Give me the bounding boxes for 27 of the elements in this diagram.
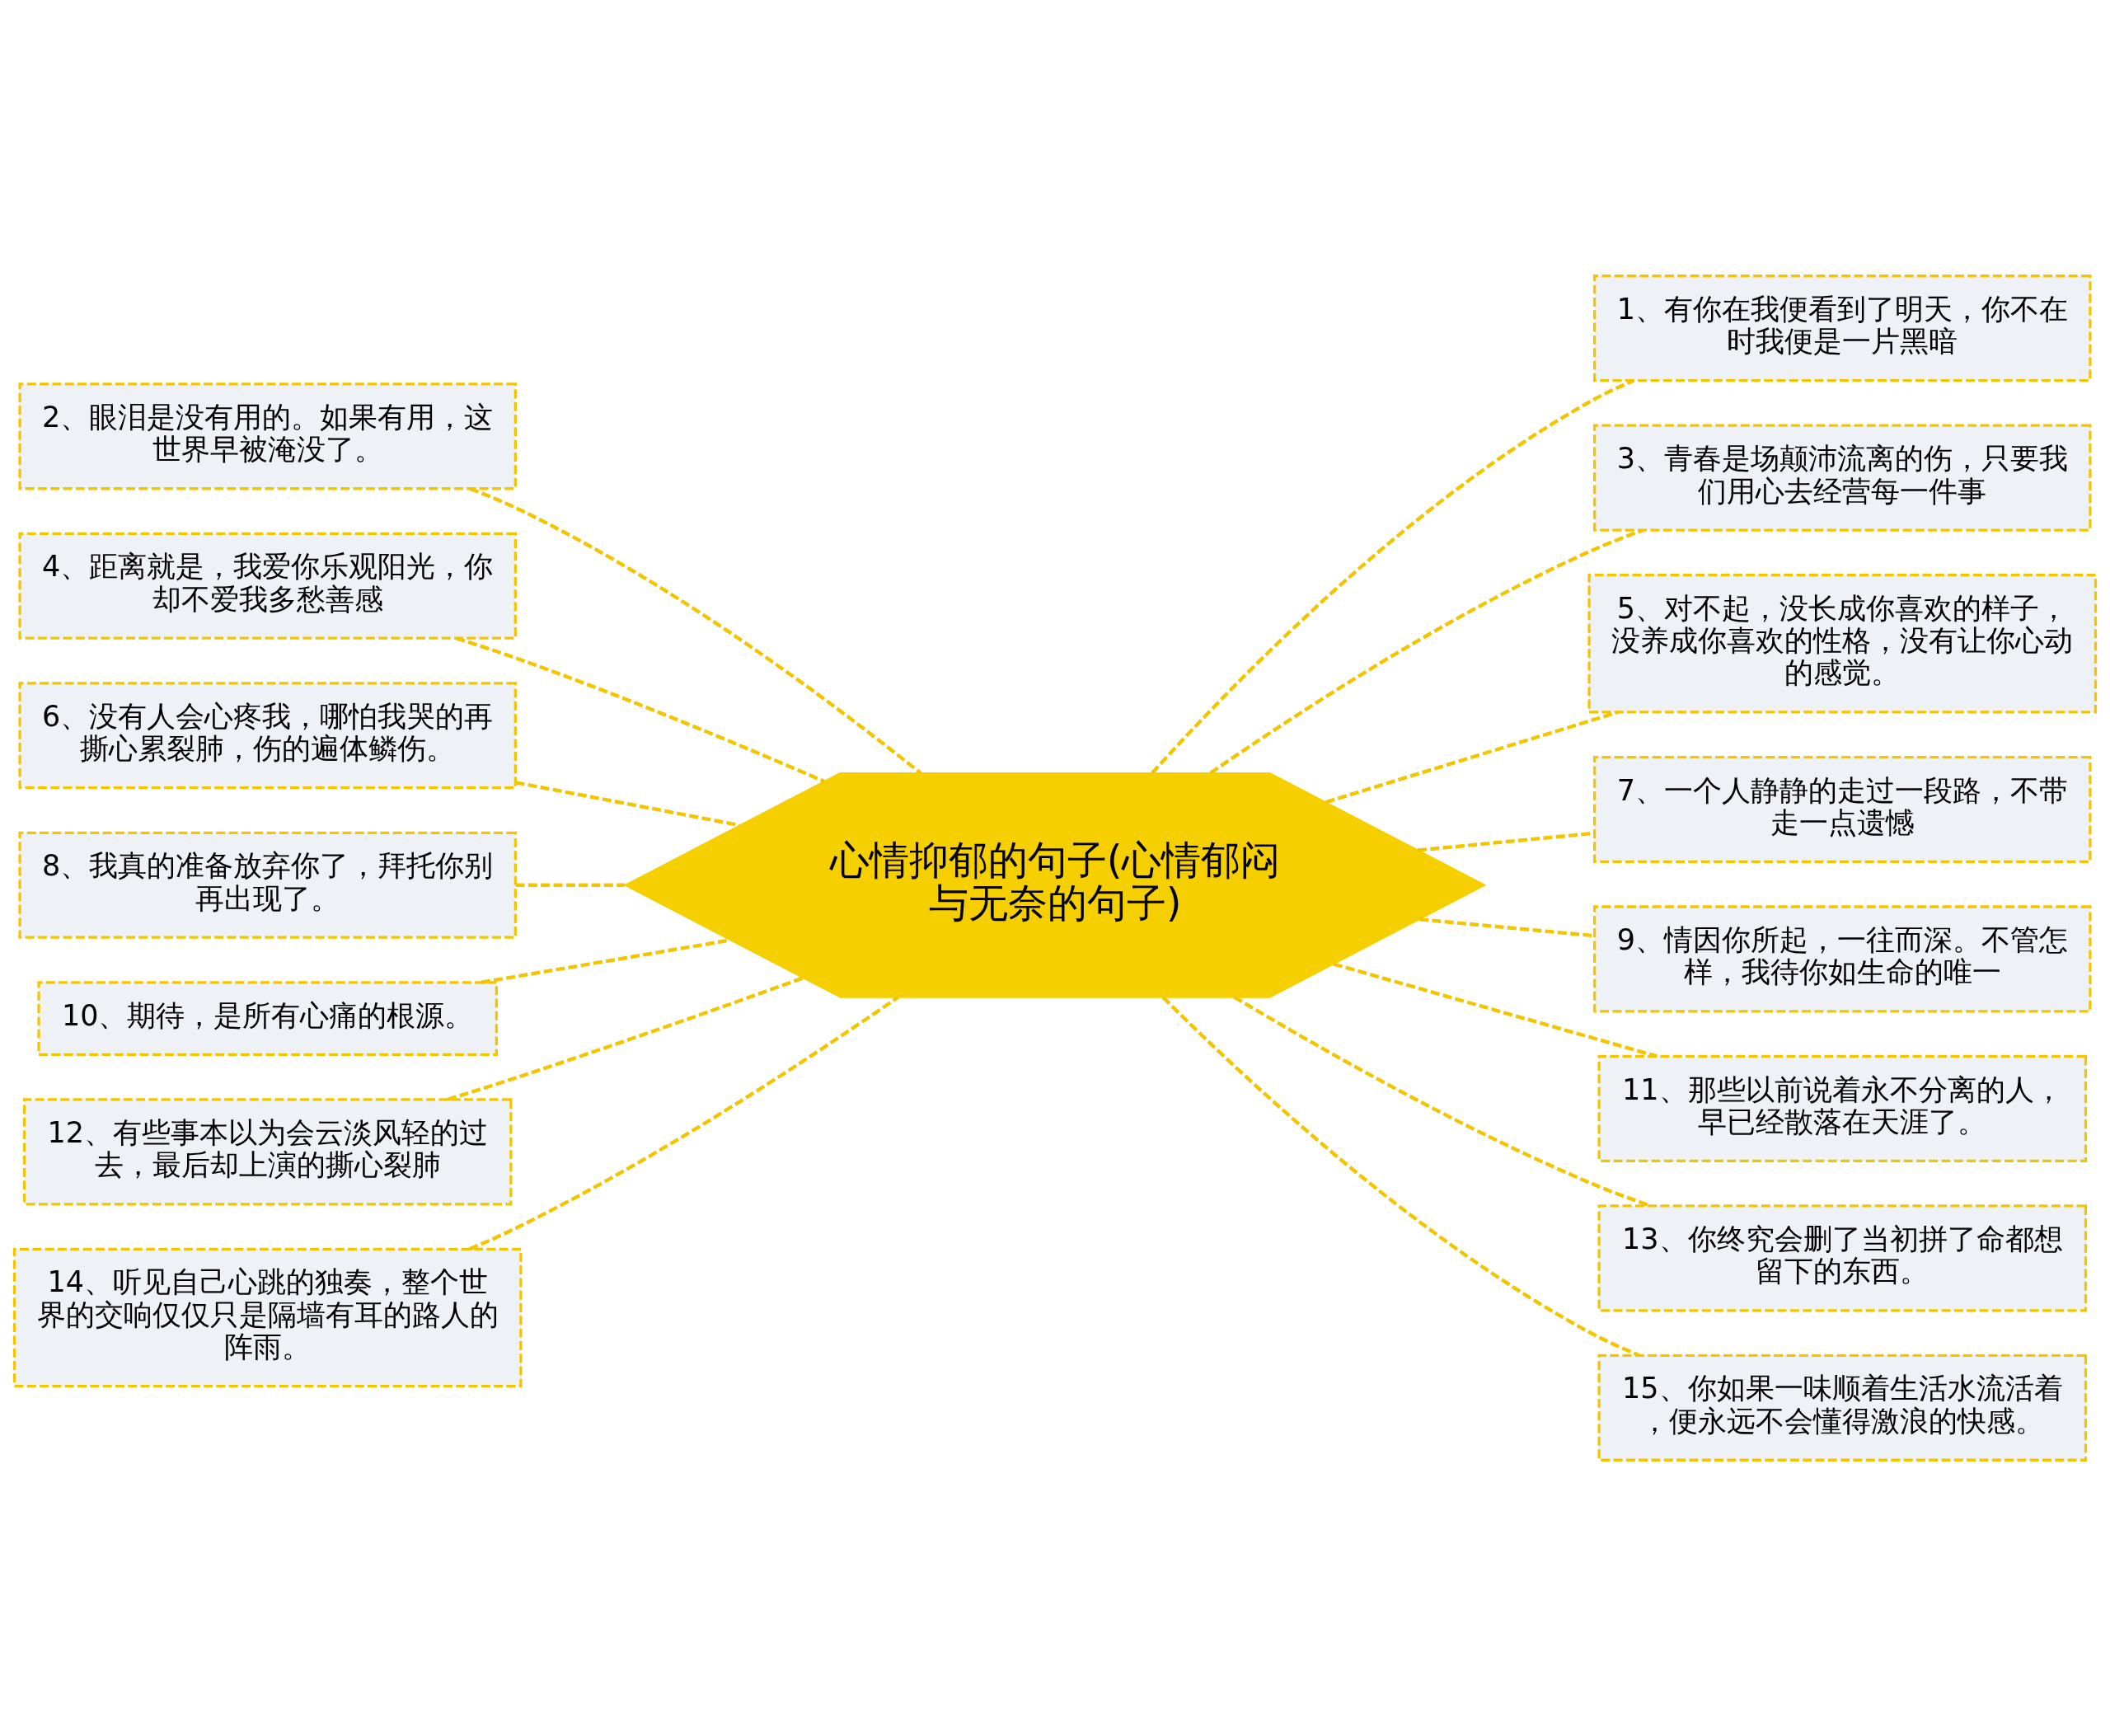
node-box: 4、距离就是，我爱你乐观阳光，你却不爱我多愁善感 bbox=[18, 532, 517, 640]
connector bbox=[515, 781, 740, 828]
connector bbox=[1151, 378, 1634, 775]
connector bbox=[1325, 710, 1619, 805]
node-box: 2、眼泪是没有用的。如果有用，这世界早被淹没了。 bbox=[18, 382, 517, 490]
node-box: 7、一个人静静的走过一段路，不带走一点遗憾 bbox=[1593, 755, 2092, 863]
node-box: 10、期待，是所有心痛的根源。 bbox=[37, 981, 498, 1056]
node-box: 12、有些事本以为会云淡风轻的过去，最后却上演的撕心裂肺 bbox=[22, 1098, 513, 1206]
node-box: 8、我真的准备放弃你了，拜托你别再出现了。 bbox=[18, 831, 517, 939]
node-box: 3、青春是场颠沛流离的伤，只要我们用心去经营每一件事 bbox=[1593, 424, 2092, 532]
connector bbox=[1333, 962, 1658, 1058]
connector bbox=[481, 938, 731, 984]
node-box: 15、你如果一味顺着生活水流活着，便永远不会懂得激浪的快感。 bbox=[1597, 1354, 2088, 1462]
node-box: 5、对不起，没长成你喜欢的样子，没养成你喜欢的性格，没有让你心动的感觉。 bbox=[1587, 574, 2098, 714]
connector bbox=[447, 976, 804, 1101]
connector bbox=[468, 995, 900, 1251]
connector bbox=[515, 883, 626, 887]
connector bbox=[455, 636, 825, 783]
connector bbox=[469, 486, 922, 775]
node-box: 1、有你在我便看到了明天，你不在时我便是一片黑暗 bbox=[1593, 274, 2092, 382]
node-box: 9、情因你所起，一往而深。不管怎样，我待你如生命的唯一 bbox=[1593, 905, 2092, 1013]
connector bbox=[1209, 528, 1644, 775]
node-box: 14、听见自己心跳的独奏，整个世界的交响仅仅只是隔墙有耳的路人的阵雨。 bbox=[12, 1247, 523, 1388]
node-box: 13、你终究会删了当初拼了命都想留下的东西。 bbox=[1597, 1204, 2088, 1312]
node-box: 11、那些以前说着永不分离的人，早已经散落在天涯了。 bbox=[1597, 1054, 2088, 1162]
connector bbox=[1161, 996, 1640, 1358]
node-box: 6、没有人会心疼我，哪怕我哭的再撕心累裂肺，伤的遍体鳞伤。 bbox=[18, 682, 517, 790]
